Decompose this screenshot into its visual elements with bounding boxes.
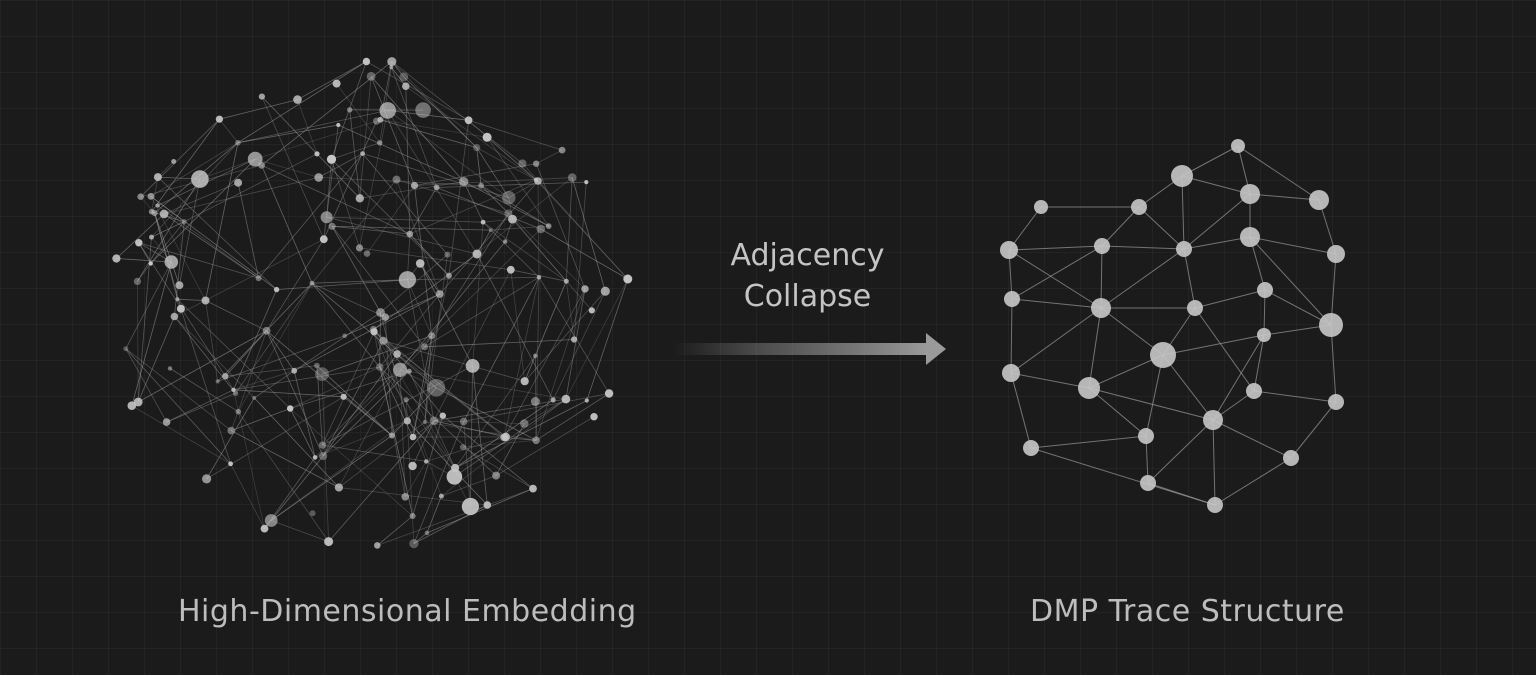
left-panel-caption: High-Dimensional Embedding	[178, 594, 637, 629]
transition-label-line-1: Adjacency	[700, 235, 915, 276]
right-panel-caption: DMP Trace Structure	[1030, 594, 1345, 629]
transition-label-line-2: Collapse	[700, 276, 915, 317]
arrow-head-icon	[926, 333, 946, 365]
arrow-shaft	[672, 343, 928, 355]
